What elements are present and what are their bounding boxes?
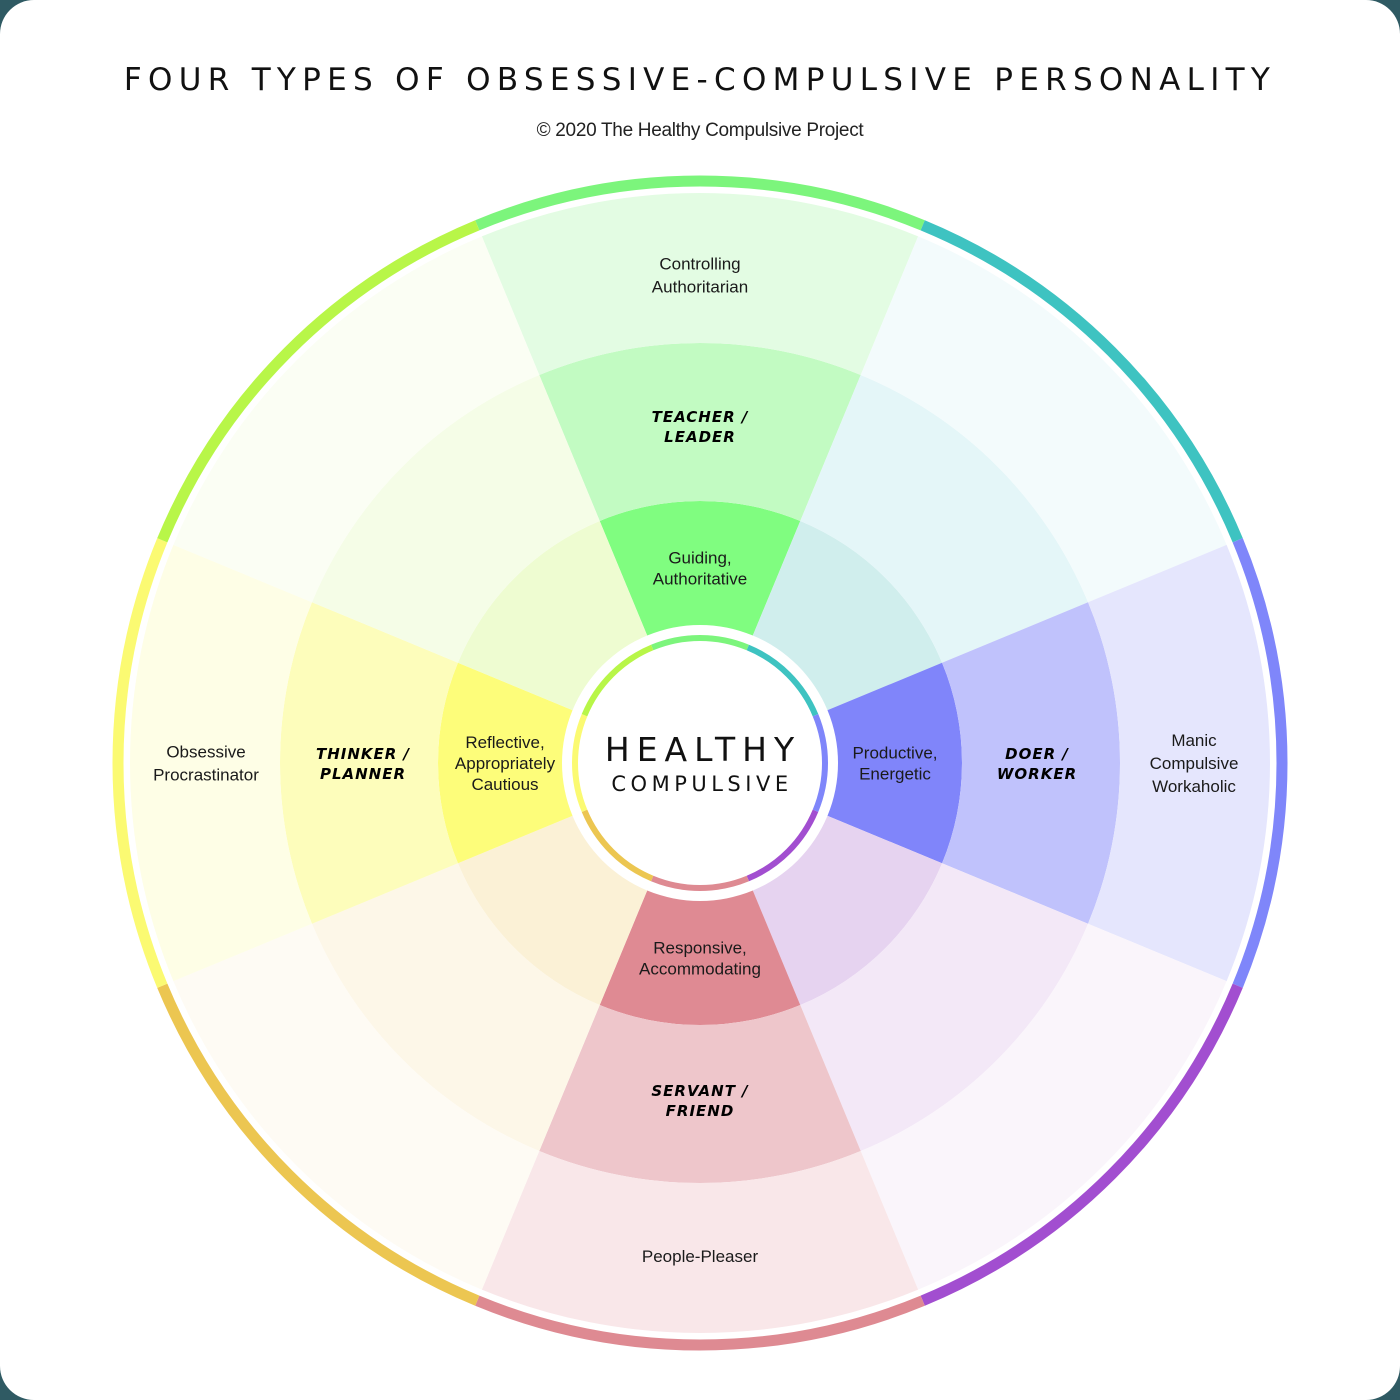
center-ring-arc-top xyxy=(651,635,749,651)
outer-ring-arc-left xyxy=(112,538,168,988)
center-ring-arc-bottom-right xyxy=(746,809,819,882)
outer-ring-arc-bottom-right xyxy=(920,983,1243,1306)
outer-color-ring xyxy=(112,175,1288,1351)
center-ring-arc-bottom xyxy=(651,875,749,891)
page-title: FOUR TYPES OF OBSESSIVE-COMPULSIVE PERSO… xyxy=(123,62,1277,98)
sector-top-right-band-outer xyxy=(860,236,1227,603)
outer-ring-arc-top-right xyxy=(920,220,1243,543)
sector-right-band-inner xyxy=(818,662,962,864)
type-label-right: DOER /WORKER xyxy=(997,745,1077,783)
outer-ring-arc-top-left xyxy=(157,220,480,543)
sector-bottom-right-band-middle xyxy=(800,863,1089,1152)
center-ring-arc-left xyxy=(572,714,588,812)
copyright-subtitle: © 2020 The Healthy Compulsive Project xyxy=(536,120,864,141)
outer-label-bottom: People-Pleaser xyxy=(642,1247,759,1266)
outer-ring-arc-top xyxy=(475,175,925,231)
sector-left-band-outer xyxy=(130,544,312,982)
center-title-healthy: HEALTHY xyxy=(605,730,801,769)
sector-left-band-inner xyxy=(438,662,582,864)
center-ring-arc-right xyxy=(812,714,828,812)
type-label-left: THINKER /PLANNER xyxy=(316,745,411,783)
sector-bottom-band-outer xyxy=(481,1151,919,1333)
type-label-bottom: SERVANT /FRIEND xyxy=(651,1082,749,1120)
outer-ring-arc-bottom xyxy=(475,1295,925,1351)
sector-top-left-band-middle xyxy=(311,374,600,663)
sector-top-band-outer xyxy=(481,193,919,375)
sector-top-left-band-outer xyxy=(173,236,540,603)
sector-left-band-middle xyxy=(280,602,458,924)
sector-right-band-middle xyxy=(942,602,1120,924)
sector-top-right-band-middle xyxy=(800,374,1089,663)
center-ring-arc-bottom-left xyxy=(581,809,654,882)
center-title-compulsive: COMPULSIVE xyxy=(611,772,792,796)
sector-top-band-middle xyxy=(539,343,861,521)
center-ring-arc-top-right xyxy=(746,644,819,717)
sector-bottom-band-inner xyxy=(599,881,801,1025)
outer-ring-arc-right xyxy=(1232,538,1288,988)
type-label-top: TEACHER /LEADER xyxy=(652,408,749,446)
center-color-ring xyxy=(572,635,828,891)
inner-label-right: Productive,Energetic xyxy=(852,744,937,784)
sector-bottom-left-band-outer xyxy=(173,923,540,1290)
outer-ring-arc-bottom-left xyxy=(157,983,480,1306)
sector-bottom-band-middle xyxy=(539,1005,861,1184)
sector-bottom-left-band-middle xyxy=(311,863,600,1152)
sector-top-band-inner xyxy=(599,500,801,645)
wheel-labels: Guiding,Authoritative TEACHER /LEADER Cont… xyxy=(153,255,1238,1267)
inner-label-top: Guiding,Authoritative xyxy=(653,549,748,589)
center-circle xyxy=(562,625,838,901)
sector-bottom-right-band-outer xyxy=(860,923,1227,1290)
inner-label-bottom: Responsive,Accommodating xyxy=(639,939,761,979)
center-ring-arc-top-left xyxy=(581,644,654,717)
sector-right-band-outer xyxy=(1088,544,1270,982)
